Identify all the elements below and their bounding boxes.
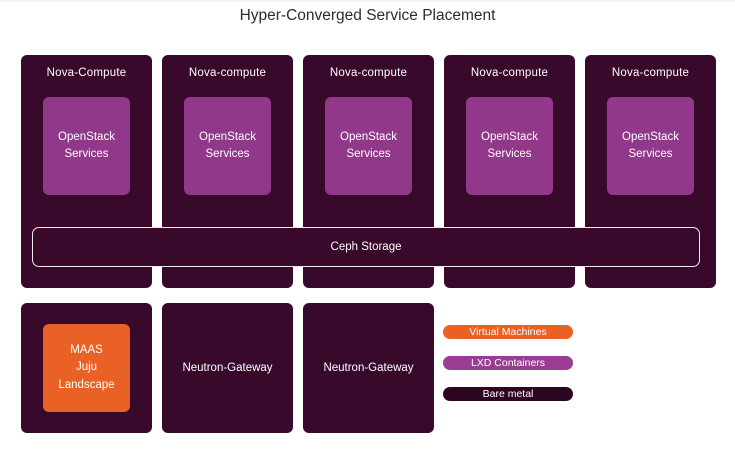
openstack-services-box: OpenStack Services xyxy=(184,97,271,195)
neutron-gateway-label: Neutron-Gateway xyxy=(323,362,414,374)
maas-node: MAAS Juju Landscape xyxy=(21,303,152,433)
openstack-services-box: OpenStack Services xyxy=(325,97,412,195)
openstack-services-box: OpenStack Services xyxy=(607,97,694,195)
page-title: Hyper-Converged Service Placement xyxy=(239,7,496,24)
legend-item-lxd-containers: LXD Containers xyxy=(443,356,573,370)
neutron-gateway-label: Neutron-Gateway xyxy=(182,362,273,374)
top-edge-strip xyxy=(0,0,735,2)
openstack-services-line: OpenStack xyxy=(622,130,679,143)
openstack-services-line: OpenStack xyxy=(481,130,538,143)
maas-box-line: MAAS xyxy=(70,344,103,357)
maas-box-line: Landscape xyxy=(58,378,115,391)
compute-node-label: Nova-compute xyxy=(329,67,408,79)
openstack-services-box: OpenStack Services xyxy=(466,97,553,195)
openstack-services-box: OpenStack Services xyxy=(43,97,130,195)
compute-node-label: Nova-Compute xyxy=(46,67,127,79)
openstack-services-line: Services xyxy=(346,148,391,160)
openstack-services-line: Services xyxy=(487,148,532,160)
legend-item-label: LXD Containers xyxy=(470,357,546,369)
openstack-services-line: Services xyxy=(628,148,673,160)
openstack-services-line: OpenStack xyxy=(199,130,256,143)
openstack-services-line: Services xyxy=(64,148,109,160)
legend-item-label: Bare metal xyxy=(482,388,534,400)
maas-juju-landscape-box: MAAS Juju Landscape xyxy=(43,324,130,412)
maas-box-line: Juju xyxy=(75,361,98,374)
legend-item-label: Virtual Machines xyxy=(469,326,547,338)
compute-node-label: Nova-compute xyxy=(470,67,549,79)
ceph-storage-label: Ceph Storage xyxy=(330,241,402,253)
compute-node-label: Nova-compute xyxy=(611,67,690,79)
legend: Virtual Machines LXD Containers Bare met… xyxy=(443,325,573,402)
legend-item-bare-metal: Bare metal xyxy=(443,387,573,401)
openstack-services-line: OpenStack xyxy=(58,130,115,143)
legend-item-virtual-machines: Virtual Machines xyxy=(443,325,573,339)
openstack-services-line: OpenStack xyxy=(340,130,397,143)
neutron-gateway-node-1: Neutron-Gateway xyxy=(162,303,293,433)
ceph-storage-bar: Ceph Storage xyxy=(32,227,700,267)
compute-node-label: Nova-compute xyxy=(188,67,267,79)
neutron-gateway-node-2: Neutron-Gateway xyxy=(303,303,434,433)
openstack-services-line: Services xyxy=(205,148,250,160)
